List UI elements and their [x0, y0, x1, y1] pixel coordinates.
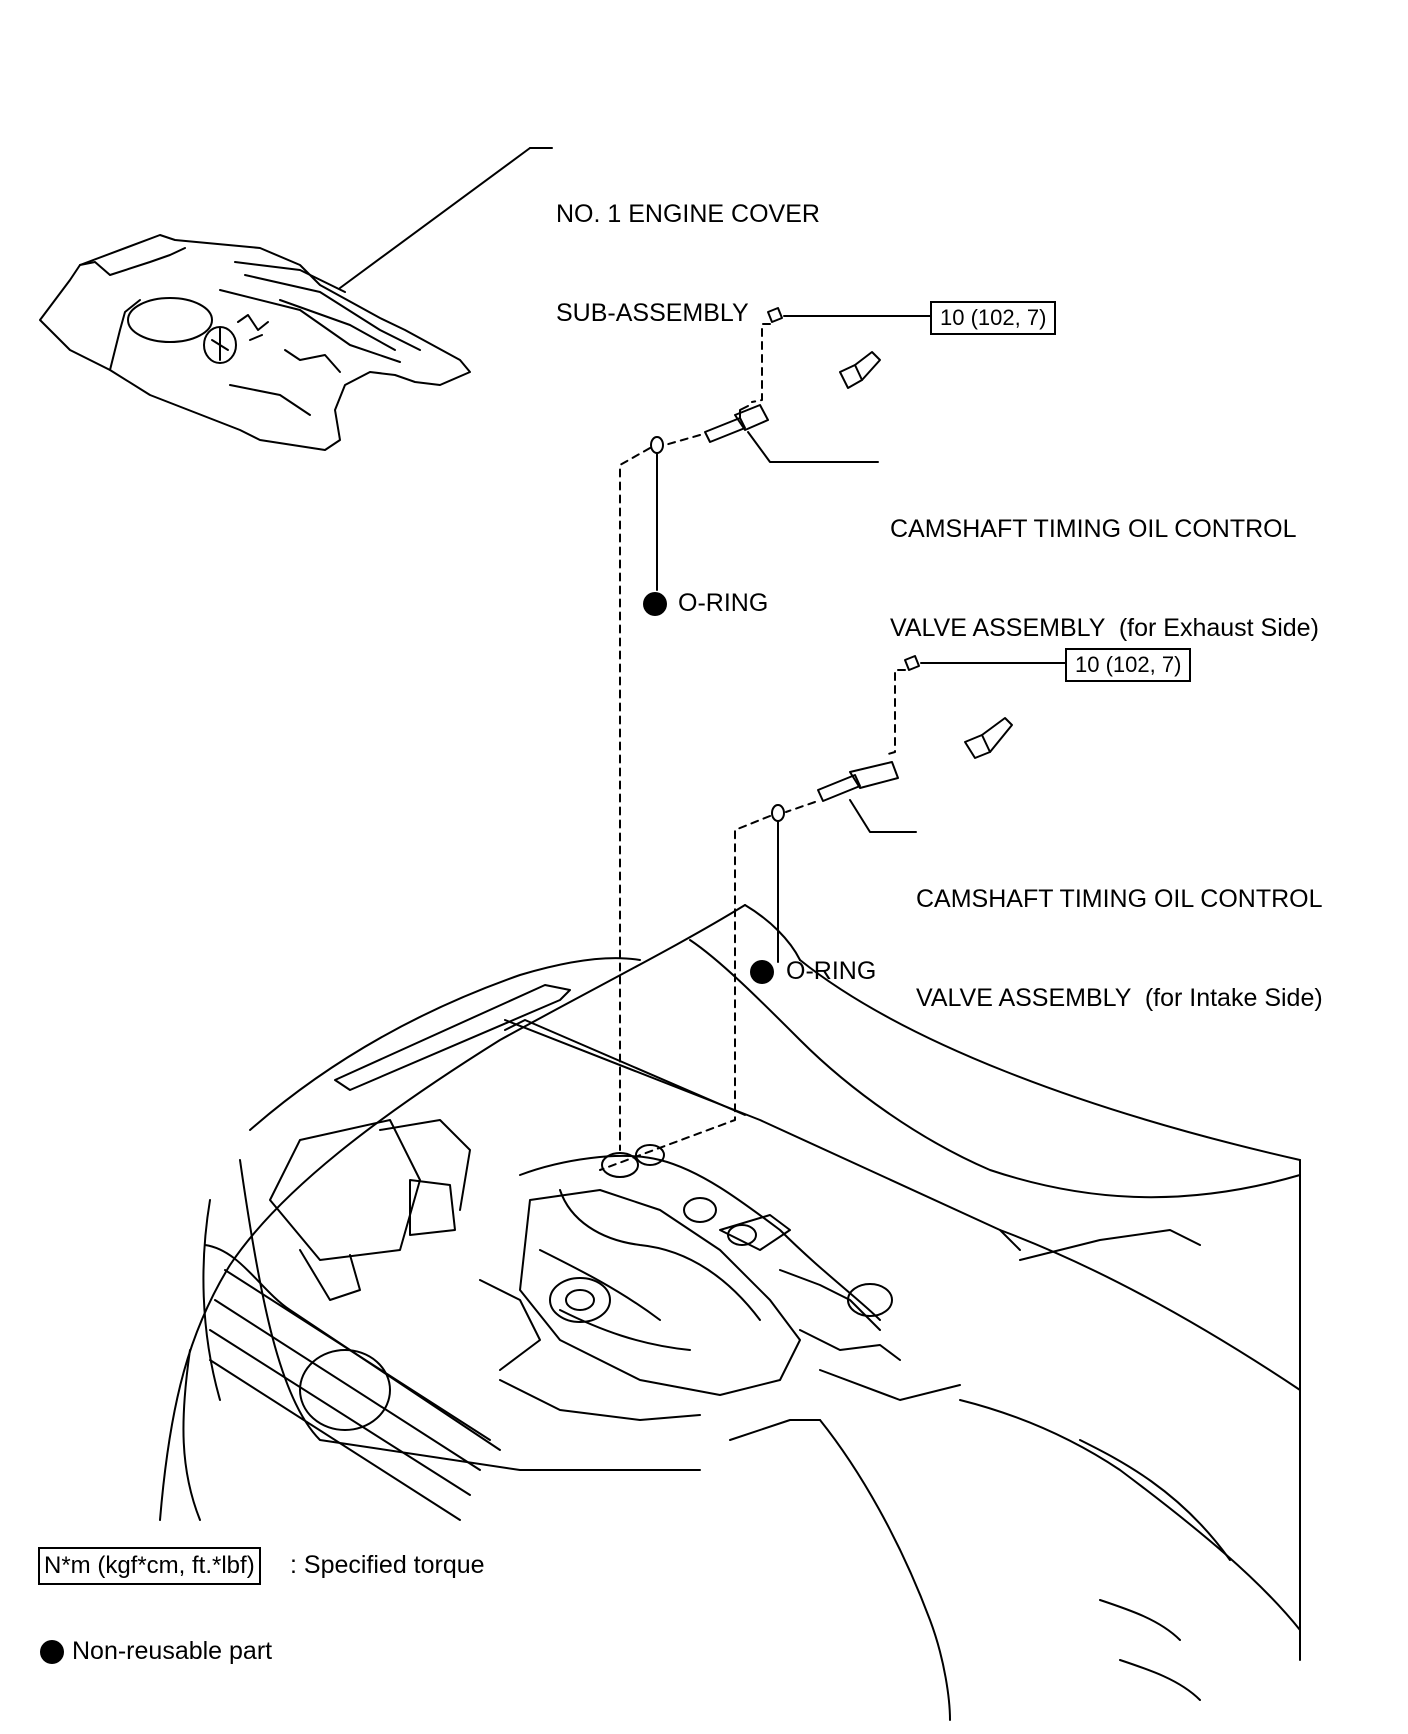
legend-torque-desc: : Specified torque	[290, 1551, 485, 1579]
vehicle-engine-bay	[159, 904, 1301, 1721]
intake-valve-label-line1: CAMSHAFT TIMING OIL CONTROL	[916, 885, 1323, 913]
intake-oring	[771, 804, 785, 822]
intake-valve-label: CAMSHAFT TIMING OIL CONTROL VALVE ASSEMB…	[916, 817, 1323, 1081]
engine-cover-leader	[339, 147, 531, 289]
exhaust-valve-label-line1: CAMSHAFT TIMING OIL CONTROL	[890, 515, 1297, 543]
legend-non-reusable-desc: Non-reusable part	[72, 1637, 273, 1665]
intake-valve	[817, 761, 899, 802]
legend-torque-unit-box: N*m (kgf*cm, ft.*lbf)	[38, 1547, 261, 1585]
oring-upper-label: O-RING	[678, 589, 769, 617]
engine-cover-label: NO. 1 ENGINE COVER SUB-ASSEMBLY	[556, 132, 820, 396]
intake-bolt	[904, 655, 920, 671]
exhaust-valve	[704, 404, 769, 443]
exhaust-valve-label-line2: VALVE ASSEMBLY (for Exhaust Side)	[890, 614, 1319, 642]
non-reusable-marker	[750, 960, 774, 984]
legend-non-reusable-dot	[40, 1640, 64, 1664]
engine-cover-illustration	[39, 234, 471, 451]
oring-lower-label: O-RING	[786, 957, 877, 985]
exhaust-connector	[839, 351, 881, 389]
intake-connector	[964, 717, 1013, 759]
exhaust-oring	[650, 436, 664, 454]
engine-cover-label-line1: NO. 1 ENGINE COVER	[556, 200, 820, 228]
non-reusable-marker	[643, 592, 667, 616]
intake-bolt-torque: 10 (102, 7)	[1065, 648, 1192, 682]
intake-valve-label-line2: VALVE ASSEMBLY (for Intake Side)	[916, 984, 1323, 1012]
engine-cover-label-line2: SUB-ASSEMBLY	[556, 299, 749, 327]
exhaust-bolt	[767, 307, 783, 323]
exhaust-bolt-torque: 10 (102, 7)	[930, 301, 1057, 335]
exhaust-valve-label: CAMSHAFT TIMING OIL CONTROL VALVE ASSEMB…	[890, 447, 1319, 711]
